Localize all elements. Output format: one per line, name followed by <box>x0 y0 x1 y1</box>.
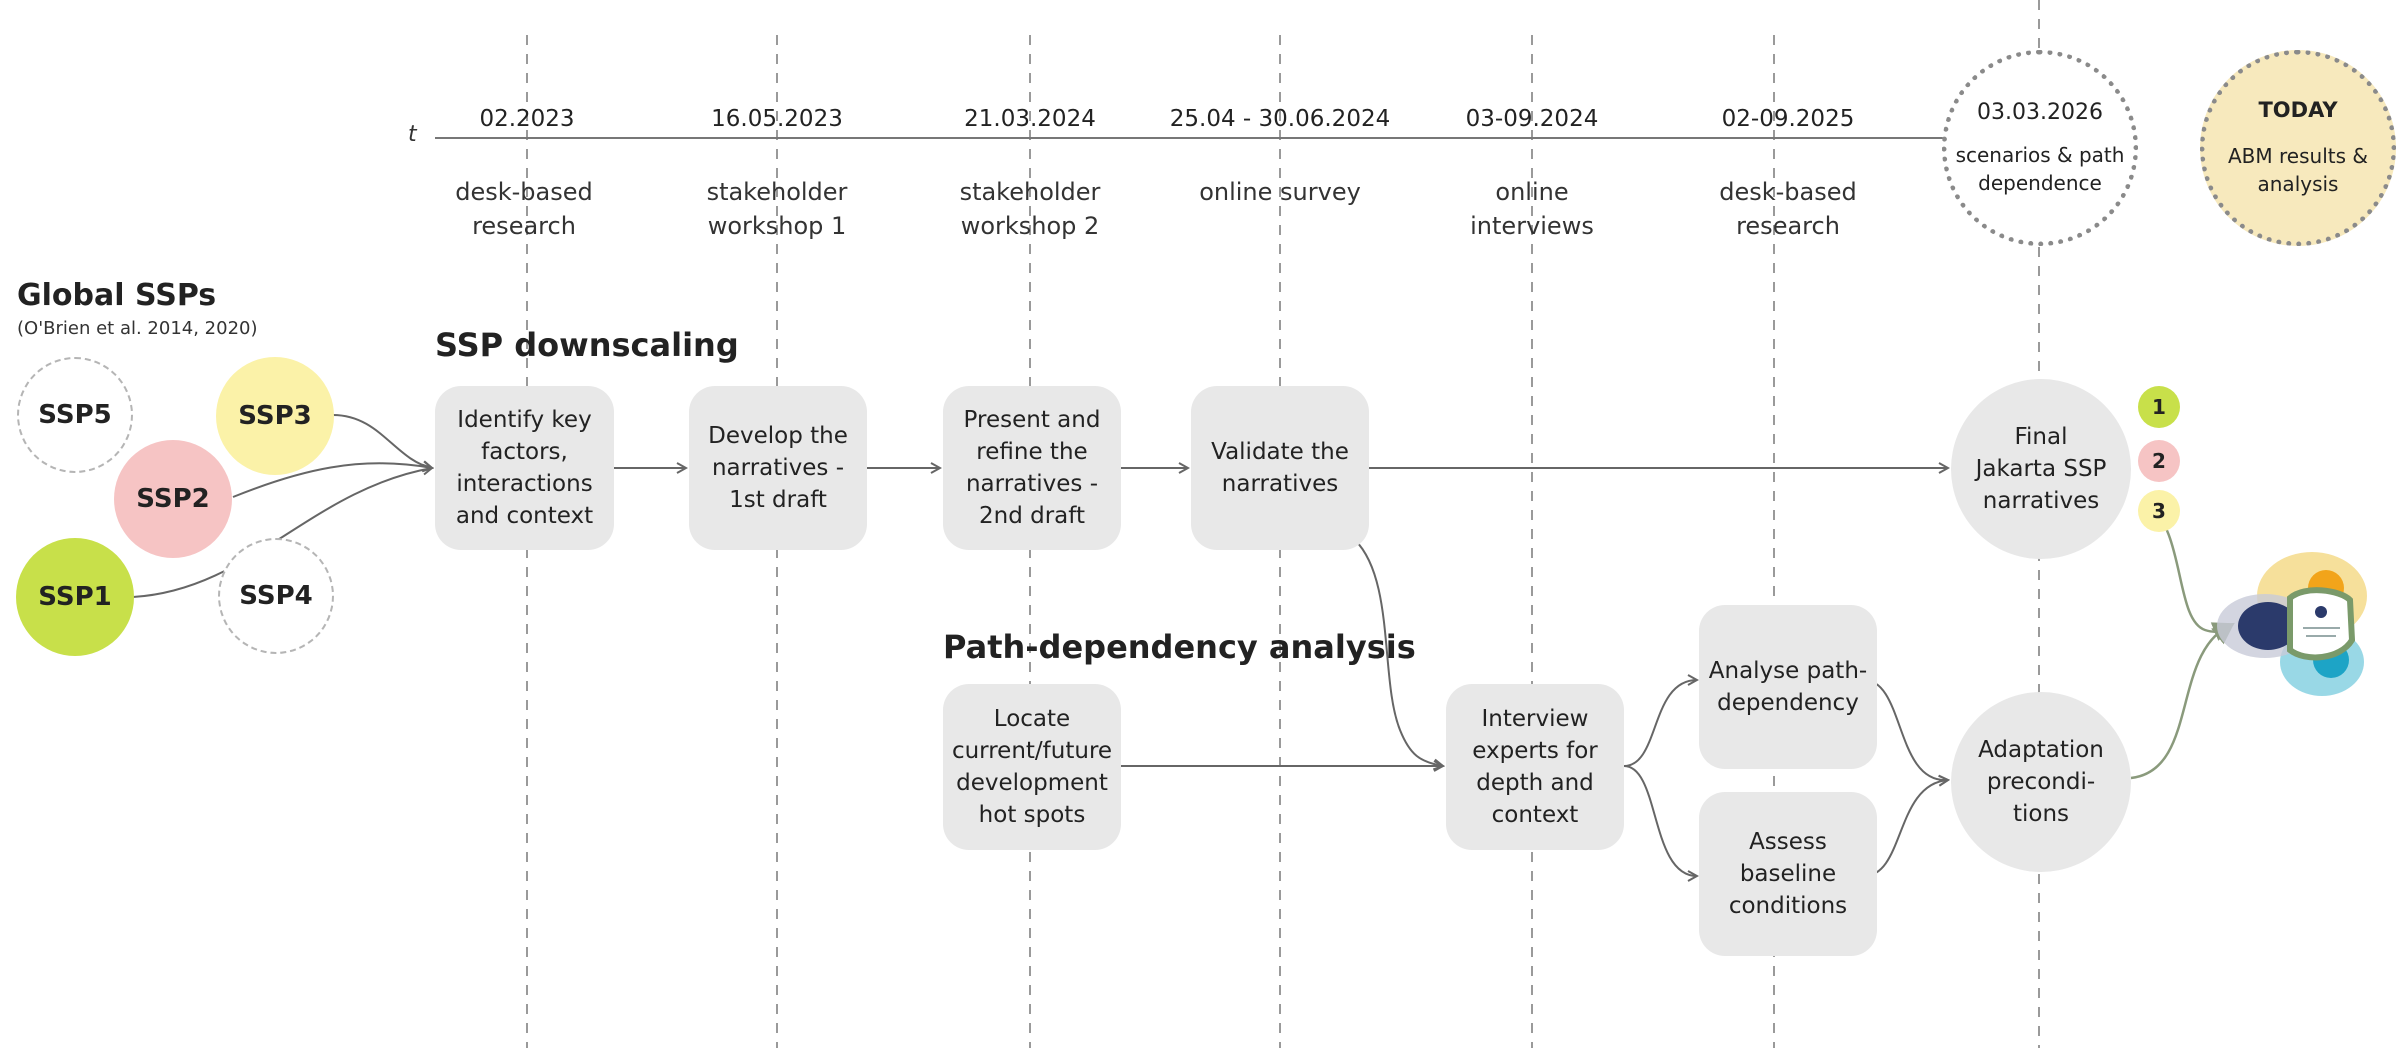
scenario-date: 03.03.2026 <box>1977 99 2103 125</box>
milestone-date-1: 02.2023 <box>479 106 575 132</box>
ssp3-circle: SSP3 <box>216 357 334 475</box>
adaptation-preconditions-circle: Adaptation precondi- tions <box>1951 692 2131 872</box>
step-validate-narratives: Validate the narratives <box>1191 386 1369 550</box>
narrative-marker-3: 3 <box>2138 490 2180 532</box>
milestone-phase-3: stakeholder workshop 2 <box>959 178 1101 240</box>
step-refine-narratives: Present and refine the narratives - 2nd … <box>943 386 1121 550</box>
step-develop-narratives: Develop the narratives - 1st draft <box>689 386 867 550</box>
milestone-date-4: 25.04 - 30.06.2024 <box>1169 106 1391 132</box>
step-identify-factors: Identify key factors, interactions and c… <box>435 386 614 550</box>
milestone-phase-6: desk-based research <box>1719 178 1857 240</box>
milestone-date-6: 02-09.2025 <box>1721 106 1855 132</box>
path-dependency-title: Path-dependency analysis <box>943 628 1416 666</box>
milestone-phase-4: online survey <box>1199 178 1361 206</box>
today-circle: TODAY ABM results & analysis <box>2200 50 2396 246</box>
milestone-date-3: 21.03.2024 <box>964 106 1096 132</box>
global-ssps-title: Global SSPs <box>17 278 217 313</box>
scenario-label: scenarios & path dependence <box>1955 142 2125 195</box>
ssp5-circle: SSP5 <box>17 357 133 473</box>
step-locate-hotspots: Locate current/future development hot sp… <box>943 684 1121 850</box>
step-analyse-path-dependency: Analyse path- dependency <box>1699 605 1877 769</box>
abm-model-icon <box>2217 552 2367 696</box>
ssp-downscaling-title: SSP downscaling <box>435 326 739 364</box>
global-ssps-citation: (O'Brien et al. 2014, 2020) <box>17 318 258 339</box>
milestone-phase-1: desk-based research <box>455 178 593 240</box>
milestone-phase-2: stakeholder workshop 1 <box>706 178 848 240</box>
step-interview-experts: Interview experts for depth and context <box>1446 684 1624 850</box>
narrative-marker-2: 2 <box>2138 440 2180 482</box>
milestone-date-2: 16.05.2023 <box>711 106 843 132</box>
narrative-marker-1: 1 <box>2138 386 2180 428</box>
step-assess-baseline: Assess baseline conditions <box>1699 792 1877 956</box>
ssp1-circle: SSP1 <box>16 538 134 656</box>
scenario-milestone-circle: 03.03.2026 scenarios & path dependence <box>1942 50 2138 246</box>
milestone-date-5: 03-09.2024 <box>1465 106 1599 132</box>
milestone-phase-5: online interviews <box>1470 178 1594 240</box>
timeline-axis-label: t <box>408 122 417 147</box>
abm-connectors <box>2130 503 2235 780</box>
ssp2-circle: SSP2 <box>114 440 232 558</box>
path-flow <box>1121 539 1948 876</box>
final-narratives-circle: Final Jakarta SSP narratives <box>1951 379 2131 559</box>
today-label: ABM results & analysis <box>2228 144 2368 196</box>
ssp4-circle: SSP4 <box>218 538 334 654</box>
today-title: TODAY <box>2258 98 2338 122</box>
